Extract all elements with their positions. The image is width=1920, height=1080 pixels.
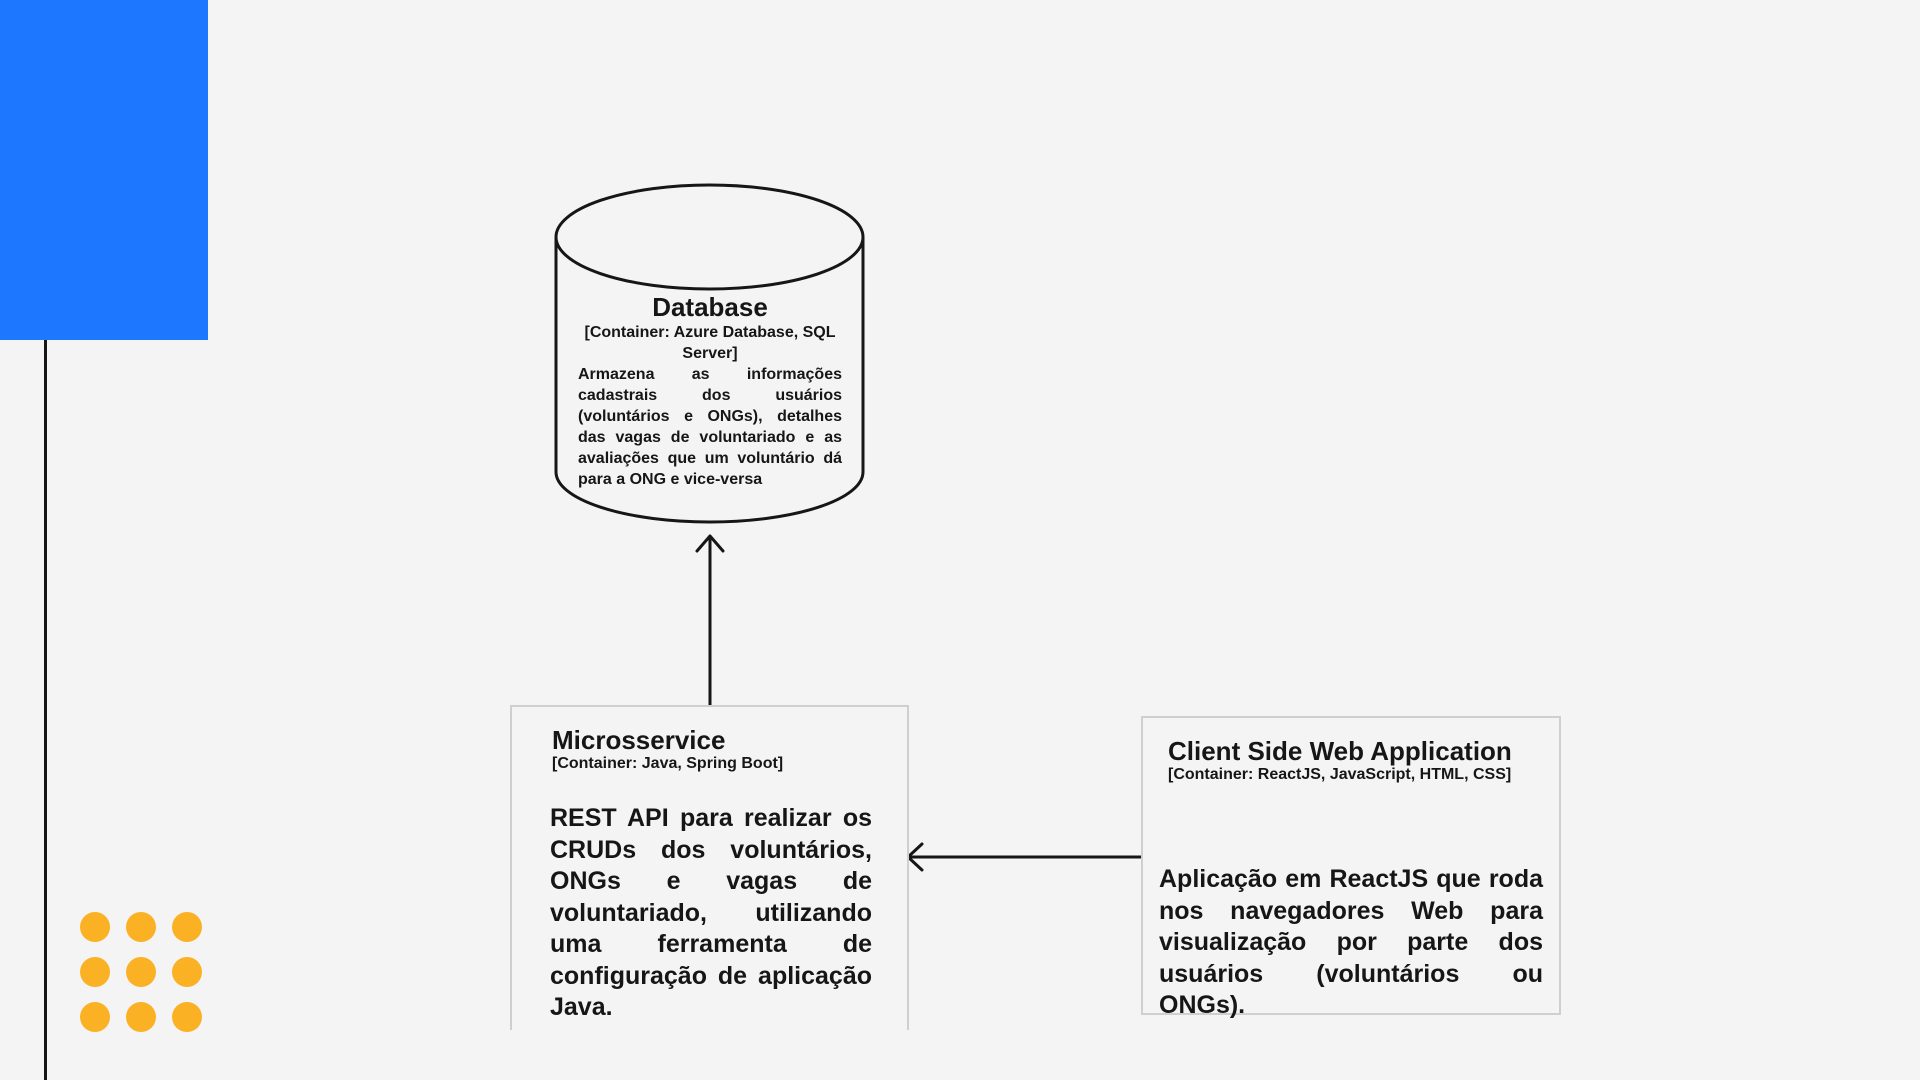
client-app-description: Aplicação em ReactJS que roda nos navega…: [1159, 865, 1543, 1019]
microservice-title: Microsserviсe: [552, 725, 726, 755]
corner-accent-block: [0, 0, 208, 340]
microservice-node: Microsserviсe [Container: Java, Spring B…: [510, 705, 909, 1030]
decorative-dot: [126, 912, 156, 942]
database-node: Database [Container: Azure Database, SQL…: [578, 292, 842, 490]
open-arrow-up-icon: [695, 534, 725, 553]
decorative-dot: [80, 912, 110, 942]
connector-client-to-microservice: [906, 842, 1141, 872]
microservice-description: REST API para realizar os CRUDs dos volu…: [550, 804, 872, 1021]
database-technology: [Container: Azure Database, SQL Server]: [584, 324, 836, 362]
database-description: Armazena as informações cadastrais dos u…: [578, 366, 842, 488]
decorative-dot: [80, 1002, 110, 1032]
client-app-title: Client Side Web Application: [1168, 736, 1512, 766]
decorative-dot: [172, 912, 202, 942]
decorative-dot: [172, 957, 202, 987]
decorative-dot: [80, 957, 110, 987]
client-app-technology: [Container: ReactJS, JavaScript, HTML, C…: [1168, 766, 1512, 783]
dot-grid-decoration: [80, 912, 206, 1034]
database-cylinder-icon: [554, 183, 865, 524]
decorative-dot: [126, 1002, 156, 1032]
database-title: Database: [652, 292, 768, 322]
microservice-technology: [Container: Java, Spring Boot]: [552, 755, 784, 772]
client-app-node: Client Side Web Application [Container: …: [1141, 716, 1561, 1019]
decorative-dot: [172, 1002, 202, 1032]
vertical-accent-line: [44, 340, 47, 1080]
decorative-dot: [126, 957, 156, 987]
connector-microservice-to-database: [695, 534, 725, 705]
